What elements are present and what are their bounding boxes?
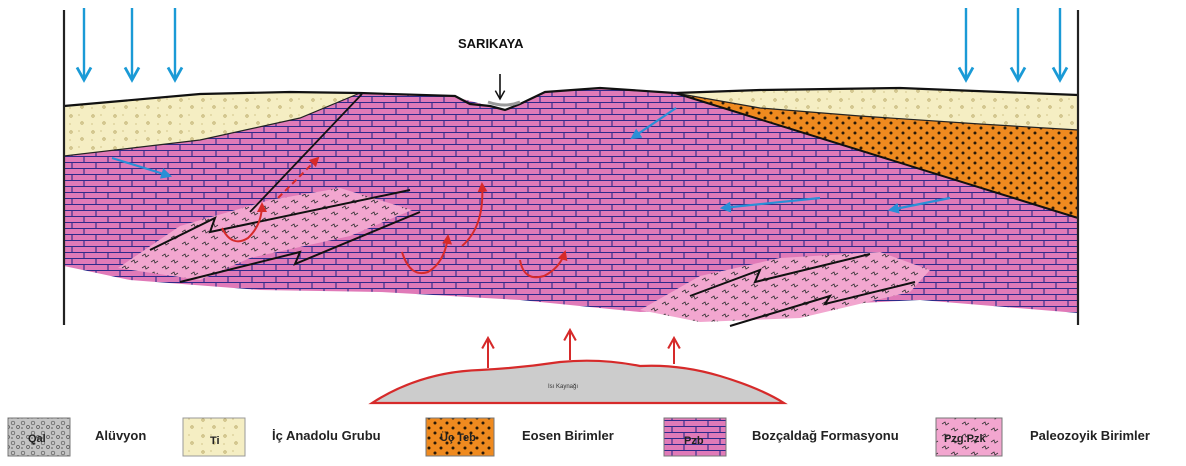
heat-source-label: Isı Kaynağı: [548, 384, 578, 390]
legend-item-pzb: Pzb Bozçaldağ Formasyonu: [664, 418, 899, 456]
legend-label: Bozçaldağ Formasyonu: [752, 428, 899, 443]
legend-code: Üç Teb: [440, 431, 476, 444]
legend-code: Qal: [28, 433, 46, 445]
legend-code: Pzb: [684, 435, 704, 447]
recharge-arrows: [84, 8, 1060, 80]
legend-item-ti: Ti İç Anadolu Grubu: [183, 418, 381, 456]
legend-label: Eosen Birimler: [522, 428, 614, 443]
heat-source: [372, 361, 784, 403]
legend-label: İç Anadolu Grubu: [272, 428, 381, 443]
legend-code: Ti: [210, 435, 220, 447]
legend-item-pzg-pzk: Pzg.Pzk Paleozoyik Birimler: [936, 418, 1150, 456]
legend-code: Pzg.Pzk: [944, 433, 986, 445]
sarikaya-depression: [488, 102, 520, 105]
legend-label: Alüvyon: [95, 428, 146, 443]
site-label: SARIKAYA: [458, 36, 524, 51]
legend-item-qal: Qal Alüvyon: [8, 418, 146, 456]
legend-label: Paleozoyik Birimler: [1030, 428, 1150, 443]
legend: Qal Alüvyon Ti İç Anadolu Grubu Üç Teb E…: [8, 418, 1150, 456]
legend-item-eosen: Üç Teb Eosen Birimler: [426, 418, 614, 456]
